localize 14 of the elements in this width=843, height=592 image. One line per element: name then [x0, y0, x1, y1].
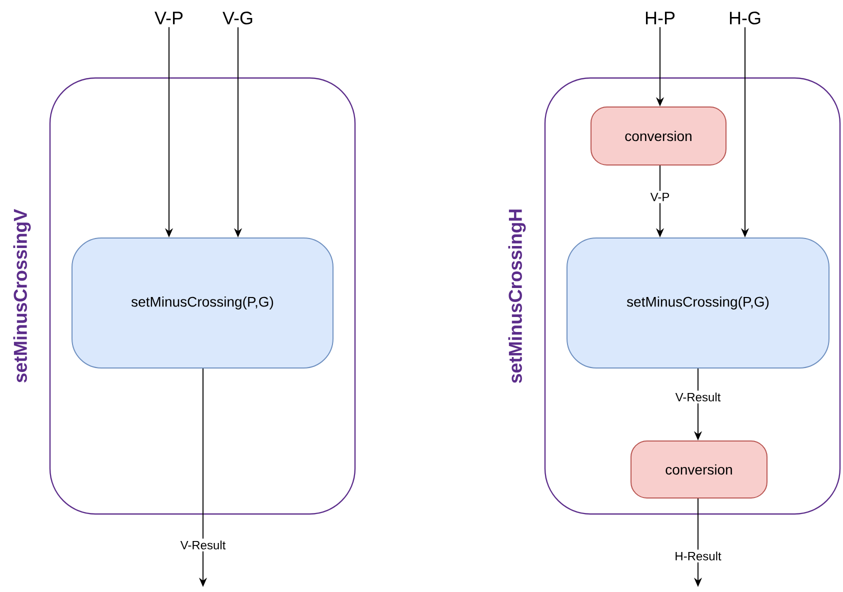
edge-label: H-Result — [672, 550, 724, 562]
process-box: setMinusCrossing(P,G) — [72, 238, 334, 368]
conversion-box: conversion — [630, 440, 768, 498]
edge-label: V-Result — [178, 538, 228, 552]
input-label: H-P — [646, 12, 675, 24]
edge-label: V-Result — [673, 390, 723, 404]
input-label: V-G — [222, 12, 252, 24]
edge-label: V-P — [648, 190, 672, 204]
group-title: setMinusCrossingV — [13, 208, 31, 382]
group-title: setMinusCrossingH — [508, 210, 526, 383]
conversion-box: conversion — [590, 106, 726, 166]
input-label: V-P — [154, 12, 183, 24]
process-box: setMinusCrossing(P,G) — [566, 238, 830, 368]
input-label: H-G — [730, 12, 760, 24]
